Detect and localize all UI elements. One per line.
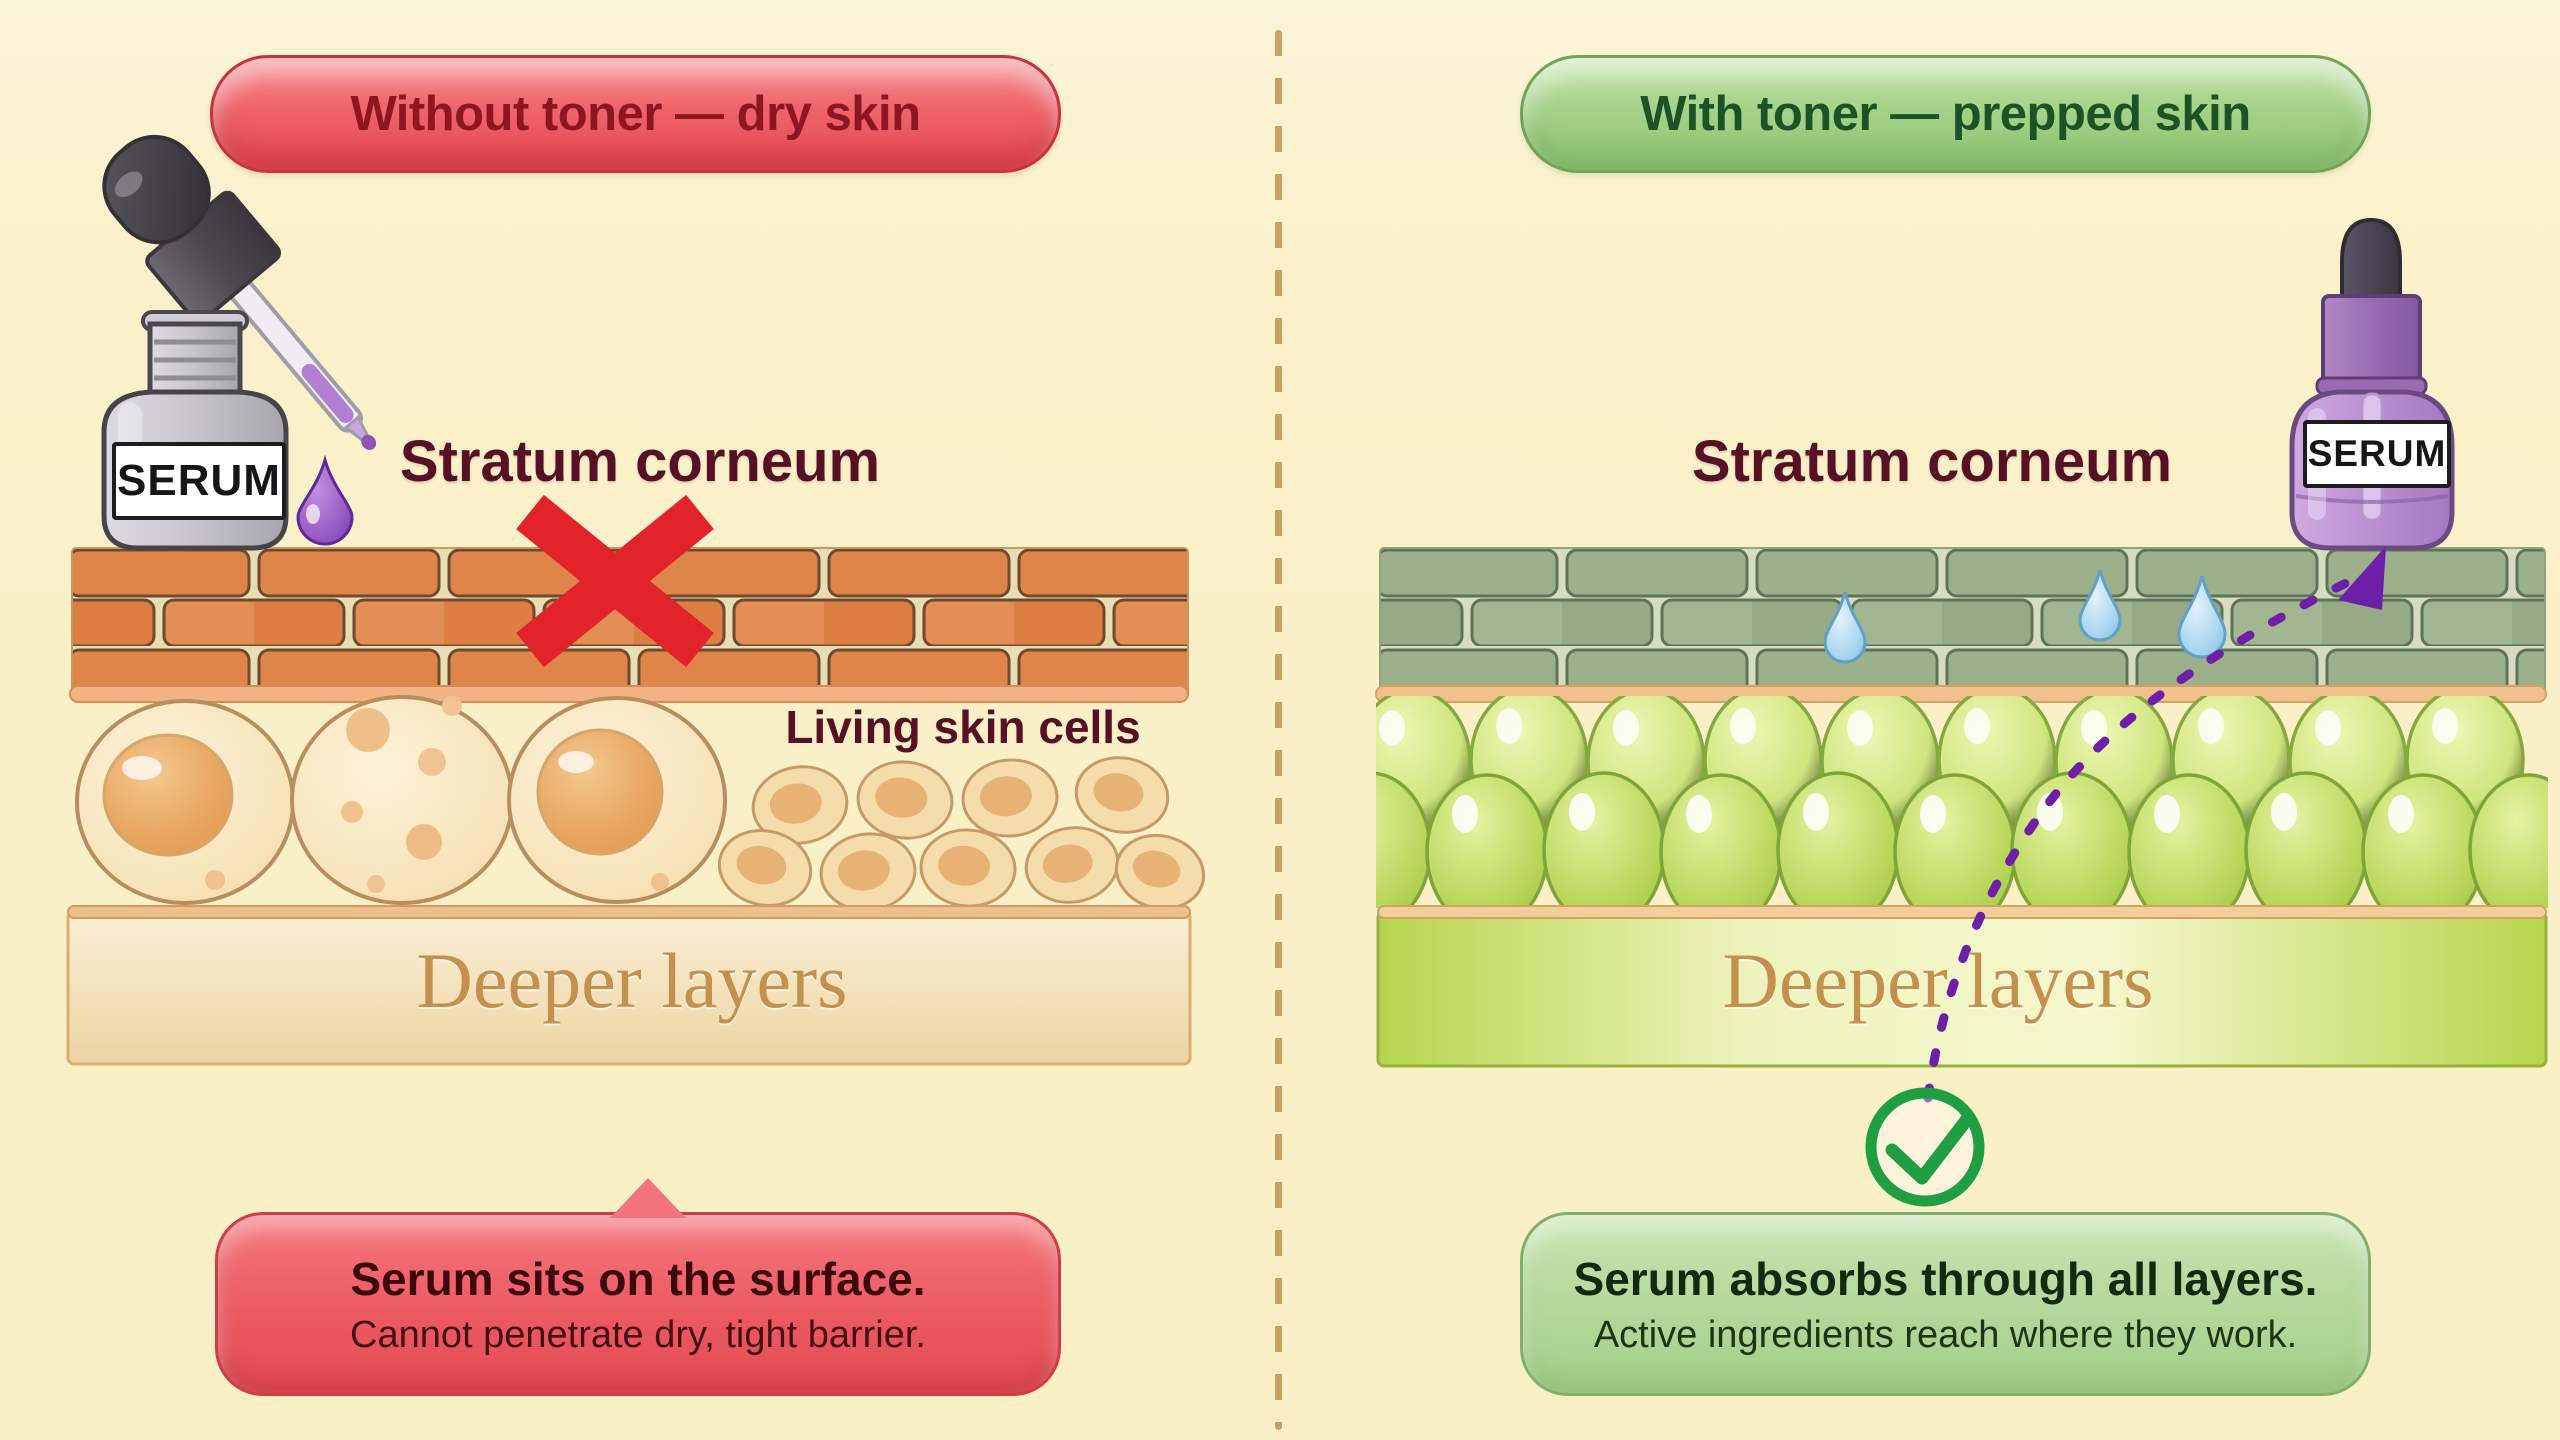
deeper-layers-label-left: Deeper layers xyxy=(416,937,848,1024)
panel-divider xyxy=(1275,30,1282,1430)
panel-with-toner: With toner — prepped skin Stratum corneu… xyxy=(1280,0,2560,1440)
water-drop-icons xyxy=(1823,569,2227,664)
deeper-layers-label-right: Deeper layers xyxy=(1722,937,2154,1024)
serum-bottle-purple xyxy=(2289,217,2455,551)
living-cells-small xyxy=(717,756,1206,912)
absorption-arrow xyxy=(1923,546,2386,1103)
hydrated-cells xyxy=(1376,696,2548,908)
caption-subtitle-right: Active ingredients reach where they work… xyxy=(1593,1313,2298,1356)
bubble-tail xyxy=(610,1178,686,1218)
caption-subtitle-left: Cannot penetrate dry, tight barrier. xyxy=(350,1313,926,1356)
stratum-corneum-label-right: Stratum corneum xyxy=(1691,429,2173,494)
caption-bubble-right: Serum absorbs through all layers. Active… xyxy=(1520,1212,2371,1396)
badge-without-toner: Without toner — dry skin xyxy=(210,55,1061,173)
caption-bubble-left: Serum sits on the surface. Cannot penetr… xyxy=(215,1178,1061,1396)
living-skin-cells-label: Living skin cells xyxy=(785,701,1141,753)
badge-with-toner: With toner — prepped skin xyxy=(1520,55,2371,173)
x-mark-icon xyxy=(516,494,714,668)
caption-title-right: Serum absorbs through all layers. xyxy=(1573,1252,2318,1305)
check-icon xyxy=(1865,1087,1985,1207)
caption-title-left: Serum sits on the surface. xyxy=(350,1252,926,1305)
serum-drop-icon xyxy=(296,454,354,546)
band-top-edge xyxy=(67,905,1191,919)
left-scene-illustration xyxy=(66,134,1206,1066)
band-top-edge xyxy=(1377,905,2547,919)
serum-bottle-label-left: SERUM xyxy=(112,442,286,520)
serum-bottle-label-right: SERUM xyxy=(2303,420,2451,488)
stratum-corneum-label-left: Stratum corneum xyxy=(399,429,881,494)
right-scene-illustration xyxy=(1375,217,2548,1207)
cell-row-front xyxy=(1376,771,2548,908)
dropper-pipette xyxy=(102,134,377,451)
living-cells-large xyxy=(75,695,727,905)
panel-without-toner: Without toner — dry skin Stratum corneum… xyxy=(66,55,1206,1396)
